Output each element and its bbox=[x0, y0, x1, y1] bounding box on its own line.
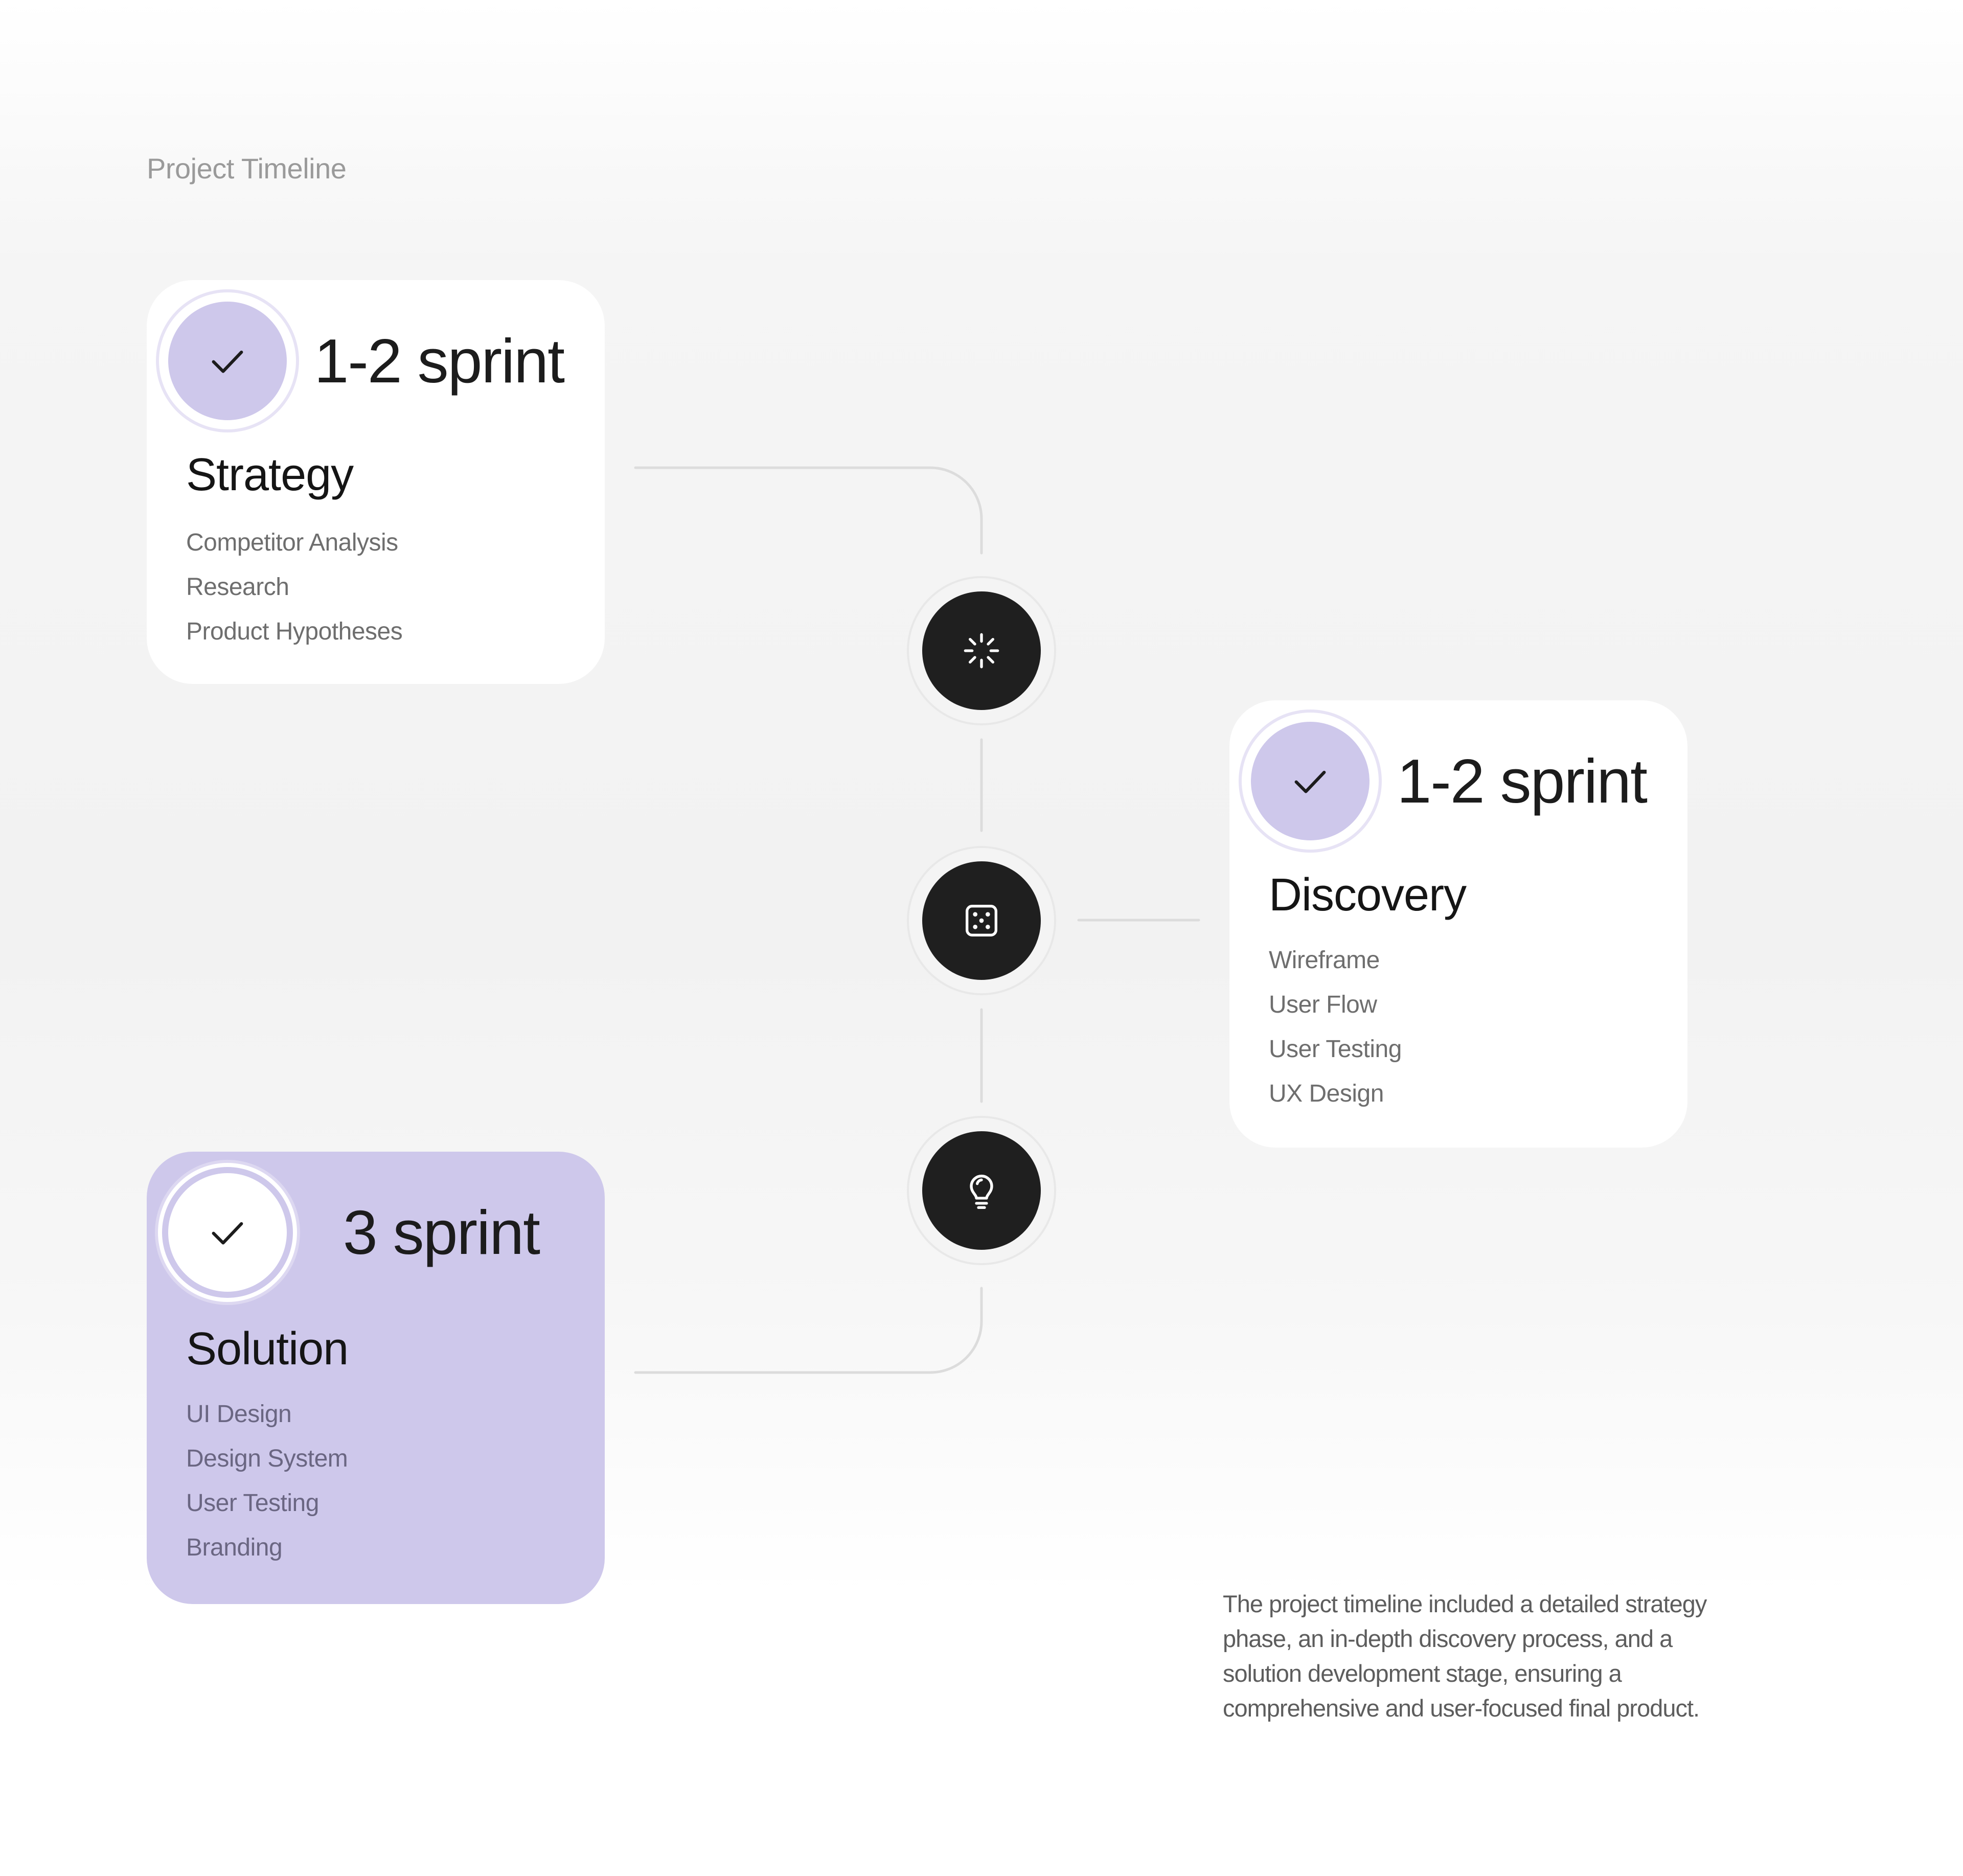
timeline-node-solution bbox=[922, 1131, 1041, 1250]
status-badge bbox=[168, 1173, 287, 1292]
check-icon bbox=[212, 1222, 243, 1245]
check-icon bbox=[212, 350, 243, 373]
status-badge bbox=[168, 302, 287, 420]
phase-items: UI Design Design System User Testing Bra… bbox=[186, 1392, 348, 1570]
list-item: Design System bbox=[186, 1445, 348, 1472]
list-item: Product Hypotheses bbox=[186, 618, 403, 645]
list-item: UI Design bbox=[186, 1401, 292, 1428]
sprint-duration: 1-2 sprint bbox=[314, 326, 565, 396]
phase-title: Strategy bbox=[186, 449, 354, 500]
sprint-duration: 1-2 sprint bbox=[1397, 746, 1648, 816]
list-item: Research bbox=[186, 574, 289, 601]
dice-icon bbox=[966, 905, 997, 936]
check-icon bbox=[1294, 770, 1326, 793]
list-item: Competitor Analysis bbox=[186, 529, 398, 556]
connector-solution bbox=[634, 1287, 983, 1374]
timeline-node-strategy bbox=[922, 591, 1041, 710]
list-item: User Testing bbox=[186, 1490, 319, 1517]
sprint-duration: 3 sprint bbox=[343, 1198, 540, 1267]
lightbulb-icon bbox=[970, 1175, 993, 1209]
phase-items: Wireframe User Flow User Testing UX Desi… bbox=[1269, 938, 1402, 1116]
timeline-node-discovery bbox=[922, 861, 1041, 980]
phase-card-strategy: 1-2 sprint Strategy Competitor Analysis … bbox=[147, 280, 605, 684]
phase-items: Competitor Analysis Research Product Hyp… bbox=[186, 520, 403, 654]
page-title: Project Timeline bbox=[147, 152, 347, 185]
list-item: UX Design bbox=[1269, 1080, 1384, 1107]
timeline-description: The project timeline included a detailed… bbox=[1223, 1590, 1707, 1722]
list-item: User Flow bbox=[1269, 991, 1377, 1018]
phase-title: Discovery bbox=[1269, 870, 1467, 921]
list-item: Wireframe bbox=[1269, 947, 1380, 974]
phase-title: Solution bbox=[186, 1323, 349, 1375]
list-item: Branding bbox=[186, 1534, 283, 1561]
list-item: User Testing bbox=[1269, 1036, 1402, 1063]
phase-card-discovery: 1-2 sprint Discovery Wireframe User Flow… bbox=[1229, 700, 1687, 1148]
loader-icon bbox=[964, 633, 999, 669]
phase-card-solution: 3 sprint Solution UI Design Design Syste… bbox=[147, 1152, 605, 1604]
status-badge bbox=[1251, 722, 1369, 840]
connector-strategy bbox=[634, 466, 983, 555]
